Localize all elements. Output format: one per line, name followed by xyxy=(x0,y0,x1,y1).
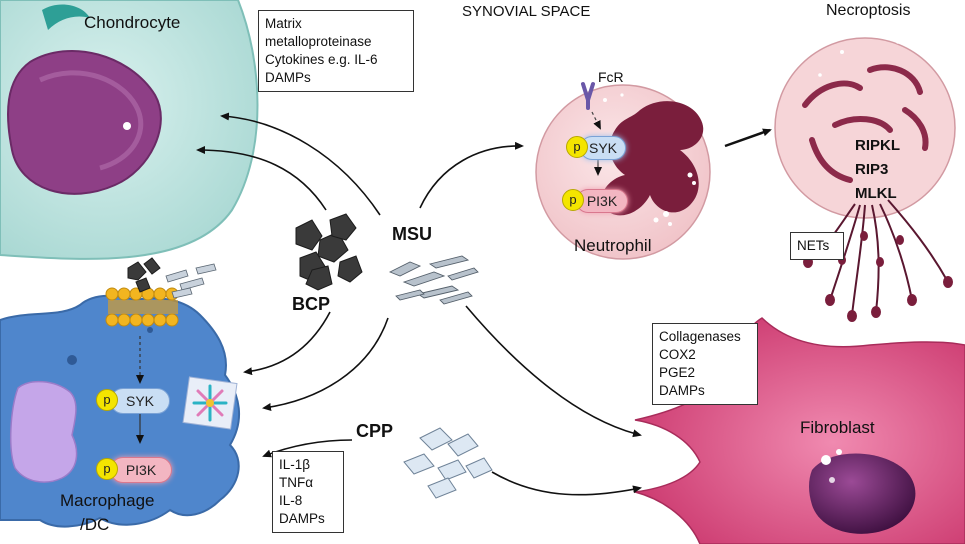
cpp-crystals-icon xyxy=(403,427,493,499)
necroptotic-cell xyxy=(774,37,956,322)
arrows xyxy=(196,112,772,496)
macrophage-label: Macrophage xyxy=(60,491,155,510)
neutrophil-syk: SYK xyxy=(580,136,626,160)
box-item: Cytokines e.g. IL-6 xyxy=(265,52,378,67)
small-crystals-icon xyxy=(165,263,217,299)
inflammasome-icon xyxy=(182,376,238,430)
box-item: TNFα xyxy=(279,475,314,490)
chondrocyte-cell xyxy=(0,0,259,260)
box-item: DAMPs xyxy=(265,70,311,85)
bcp-label: BCP xyxy=(292,294,331,314)
fibroblast-label: Fibroblast xyxy=(800,418,875,437)
cpp-label: CPP xyxy=(356,421,394,441)
macrophage-syk-phospho: p xyxy=(96,389,118,411)
msu-crystals-icon xyxy=(388,255,479,305)
macrophage-pi3k-phospho: p xyxy=(96,458,118,480)
fibroblast-products-box: Collagenases COX2 PGE2 DAMPs xyxy=(652,323,758,405)
chondrocyte-products-box: Matrix metalloproteinase Cytokines e.g. … xyxy=(258,10,414,92)
box-item: Matrix xyxy=(265,16,302,31)
fcr-receptor-icon xyxy=(581,82,602,176)
neutrophil-cell xyxy=(535,84,711,260)
box-item: PGE2 xyxy=(659,365,696,380)
neutrophil-syk-phospho: p xyxy=(566,136,588,158)
box-item: IL-1β xyxy=(279,457,311,472)
synovial-space-title: SYNOVIAL SPACE xyxy=(462,3,591,20)
necroptosis-label: Necroptosis xyxy=(826,2,911,19)
macrophage-syk: SYK xyxy=(110,388,170,414)
mlkl-label: MLKL xyxy=(855,185,897,202)
neutrophil-pi3k-phospho: p xyxy=(562,189,584,211)
box-item: COX2 xyxy=(659,347,696,362)
box-item: DAMPs xyxy=(279,511,325,526)
bcp-crystals-icon xyxy=(127,213,363,293)
ripkl-label: RIPKL xyxy=(855,137,900,154)
chondrocyte-label: Chondrocyte xyxy=(84,13,181,32)
rip3-label: RIP3 xyxy=(855,161,889,178)
dc-label: /DC xyxy=(80,515,110,534)
box-item: IL-8 xyxy=(279,493,303,508)
box-item: DAMPs xyxy=(659,383,705,398)
box-item: NETs xyxy=(797,238,830,253)
macrophage-products-box: IL-1β TNFα IL-8 DAMPs xyxy=(272,451,344,533)
msu-label: MSU xyxy=(392,224,432,244)
box-item: metalloproteinase xyxy=(265,34,372,49)
macrophage-pi3k: PI3K xyxy=(110,457,172,483)
neutrophil-pi3k: PI3K xyxy=(576,189,628,213)
fcr-label: FcR xyxy=(598,69,624,85)
neutrophil-label: Neutrophil xyxy=(574,236,652,255)
nets-box: NETs xyxy=(790,232,844,260)
box-item: Collagenases xyxy=(659,329,741,344)
